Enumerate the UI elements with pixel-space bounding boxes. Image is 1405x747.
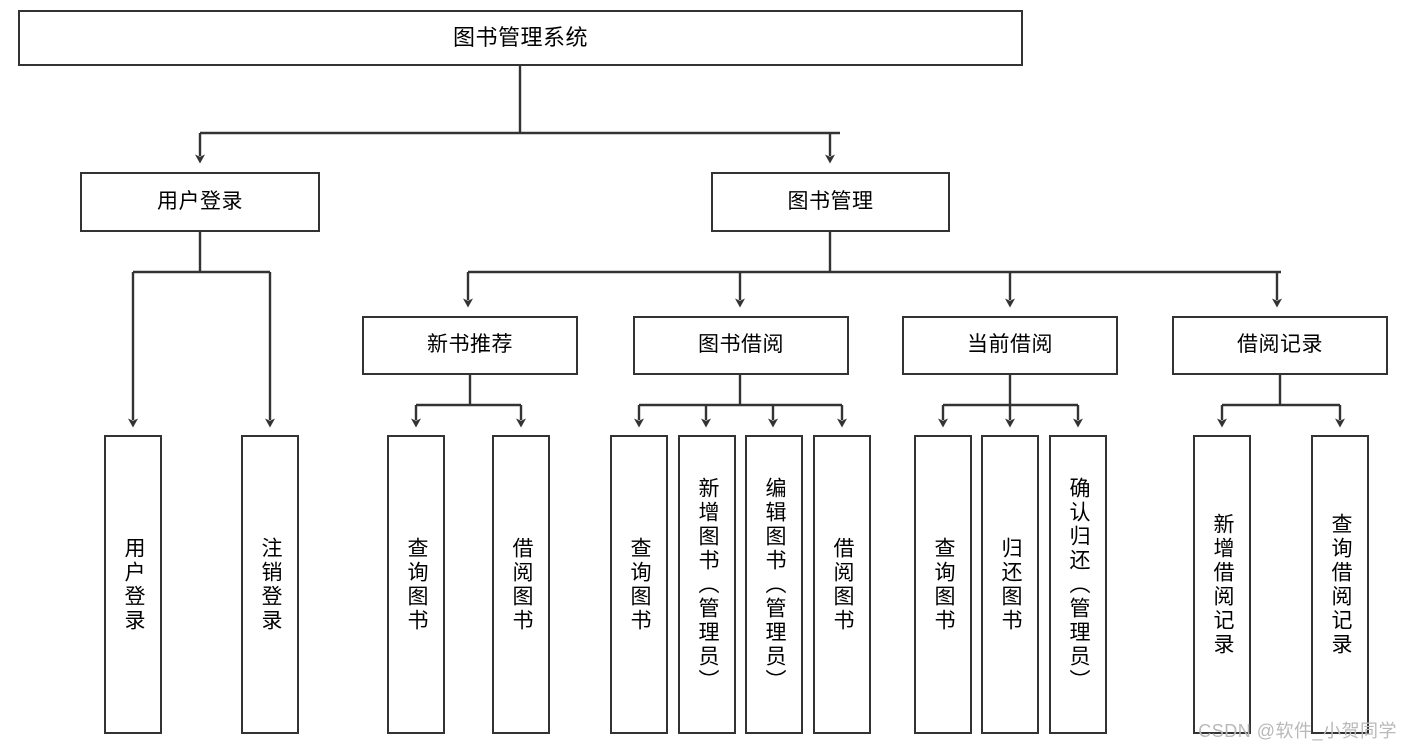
node-book-borrow[interactable]: 图书借阅 [633,316,849,375]
node-label: 借阅图书 [510,536,534,633]
leaf-logout[interactable]: 注销登录 [241,435,299,734]
node-label: 编辑图书（管理员） [763,476,787,693]
leaf-return-book[interactable]: 归还图书 [981,435,1039,734]
node-label: 新增图书（管理员） [696,476,720,693]
node-label: 新增借阅记录 [1211,512,1235,657]
node-label: 图书管理 [787,189,874,213]
node-borrow-record[interactable]: 借阅记录 [1172,316,1388,375]
leaf-user-login[interactable]: 用户登录 [104,435,162,734]
node-label: 查询图书 [405,536,429,633]
node-new-book-recommend[interactable]: 新书推荐 [362,316,578,375]
node-root-book-management-system[interactable]: 图书管理系统 [18,10,1023,66]
leaf-query-book-recommend[interactable]: 查询图书 [387,435,445,734]
node-label: 确认归还（管理员） [1067,476,1091,693]
node-label: 注销登录 [259,536,283,633]
leaf-query-borrow-record[interactable]: 查询借阅记录 [1311,435,1369,734]
leaf-add-borrow-record[interactable]: 新增借阅记录 [1193,435,1251,734]
node-current-borrow[interactable]: 当前借阅 [902,316,1118,375]
node-label: 图书借阅 [698,333,784,357]
node-label: 用户登录 [157,189,243,213]
watermark-text: CSDN @软件_小贺同学 [1198,721,1397,741]
node-label: 新书推荐 [427,333,513,357]
node-label: 当前借阅 [967,333,1053,357]
leaf-edit-book-admin[interactable]: 编辑图书（管理员） [745,435,803,734]
leaf-borrow-book[interactable]: 借阅图书 [813,435,871,734]
node-label: 借阅图书 [831,536,855,633]
node-label: 查询图书 [628,536,652,633]
node-label: 查询图书 [932,536,956,633]
leaf-borrow-book-recommend[interactable]: 借阅图书 [492,435,550,734]
node-label: 图书管理系统 [452,25,588,51]
node-book-management[interactable]: 图书管理 [711,172,950,232]
leaf-query-book-current[interactable]: 查询图书 [914,435,972,734]
node-label: 归还图书 [999,536,1023,633]
leaf-confirm-return-admin[interactable]: 确认归还（管理员） [1049,435,1107,734]
node-label: 用户登录 [122,536,146,633]
node-user-login[interactable]: 用户登录 [80,172,320,232]
leaf-add-book-admin[interactable]: 新增图书（管理员） [678,435,736,734]
leaf-query-book-borrow[interactable]: 查询图书 [610,435,668,734]
node-label: 查询借阅记录 [1329,512,1353,657]
node-label: 借阅记录 [1237,333,1323,357]
